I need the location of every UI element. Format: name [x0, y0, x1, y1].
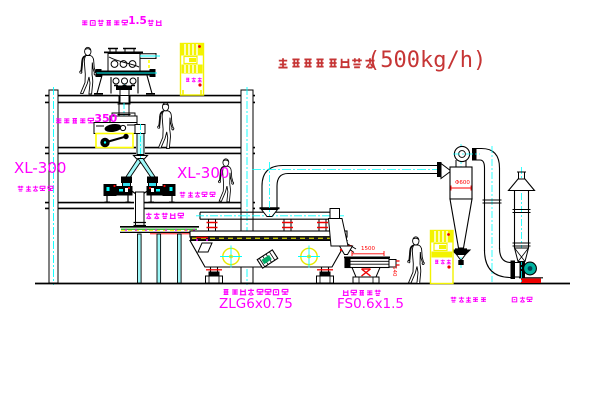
cyclone-drawing — [437, 144, 482, 268]
label-high-efficiency-mixer: 350 — [55, 113, 117, 124]
label-gravity-mixer: 1.5 — [81, 16, 163, 27]
granulator-left-drawing — [103, 182, 138, 203]
label-granulator-right — [179, 191, 216, 198]
label-belt-conveyor — [145, 212, 184, 220]
dim-cyclone-diameter: Φ600 — [455, 180, 470, 186]
induced-draft-fan-drawing — [510, 260, 543, 283]
label-control-cabinet-lower — [434, 259, 452, 265]
label-control-cabinet-upper — [185, 77, 203, 83]
label-fan — [511, 296, 533, 303]
fluidized-bed-dryer-drawing — [189, 162, 448, 284]
second-floor-slab — [45, 146, 255, 155]
page-title — [277, 57, 376, 69]
granulator-discharge-pipe — [133, 191, 146, 227]
dryer-vibrator-symbol-right — [298, 245, 320, 268]
person-ground — [407, 236, 425, 284]
cyclone-outlet-duct — [479, 146, 512, 282]
label-fluidized-bed-dryer-model: ZLG6x0.75 — [219, 296, 293, 312]
label-vibrating-screen — [342, 289, 381, 297]
control-cabinet-upper-drawing — [179, 42, 205, 96]
control-cabinet-lower-drawing — [429, 229, 454, 285]
dryer-motor — [256, 249, 279, 269]
dim-screen-outlet-height: 540 — [391, 266, 397, 277]
label-granulator-right-model: XL-300 — [177, 164, 230, 182]
label-vibrating-screen-model: FS0.6x1.5 — [337, 296, 405, 312]
dryer-risers — [206, 219, 328, 231]
y-splitter-drawing — [121, 158, 158, 183]
vibrating-screen-drawing — [327, 208, 400, 284]
label-granulator-left — [17, 185, 54, 192]
dryer-vibrator-symbol-left — [220, 245, 242, 268]
dim-screen-length: 1500 — [361, 246, 375, 252]
dryer-foot-right — [316, 267, 334, 284]
gravity-mixer-drawing — [94, 47, 160, 118]
third-floor-slab — [45, 201, 255, 210]
label-fluidized-bed-dryer — [222, 288, 289, 296]
roof-slab — [45, 94, 255, 104]
person-second-floor — [157, 102, 175, 150]
granulator-right-drawing — [141, 182, 176, 203]
dryer-foot-left — [205, 267, 223, 284]
dryer-exhaust-duct — [252, 162, 448, 217]
exhaust-stack-drawing — [507, 167, 536, 282]
label-granulator-left-model: XL-300 — [14, 159, 67, 177]
person-roof — [79, 46, 97, 95]
dryer-feed-inlet — [196, 236, 213, 253]
page-title-capacity: (500kg/h) — [367, 48, 487, 73]
label-cyclone — [450, 296, 487, 303]
